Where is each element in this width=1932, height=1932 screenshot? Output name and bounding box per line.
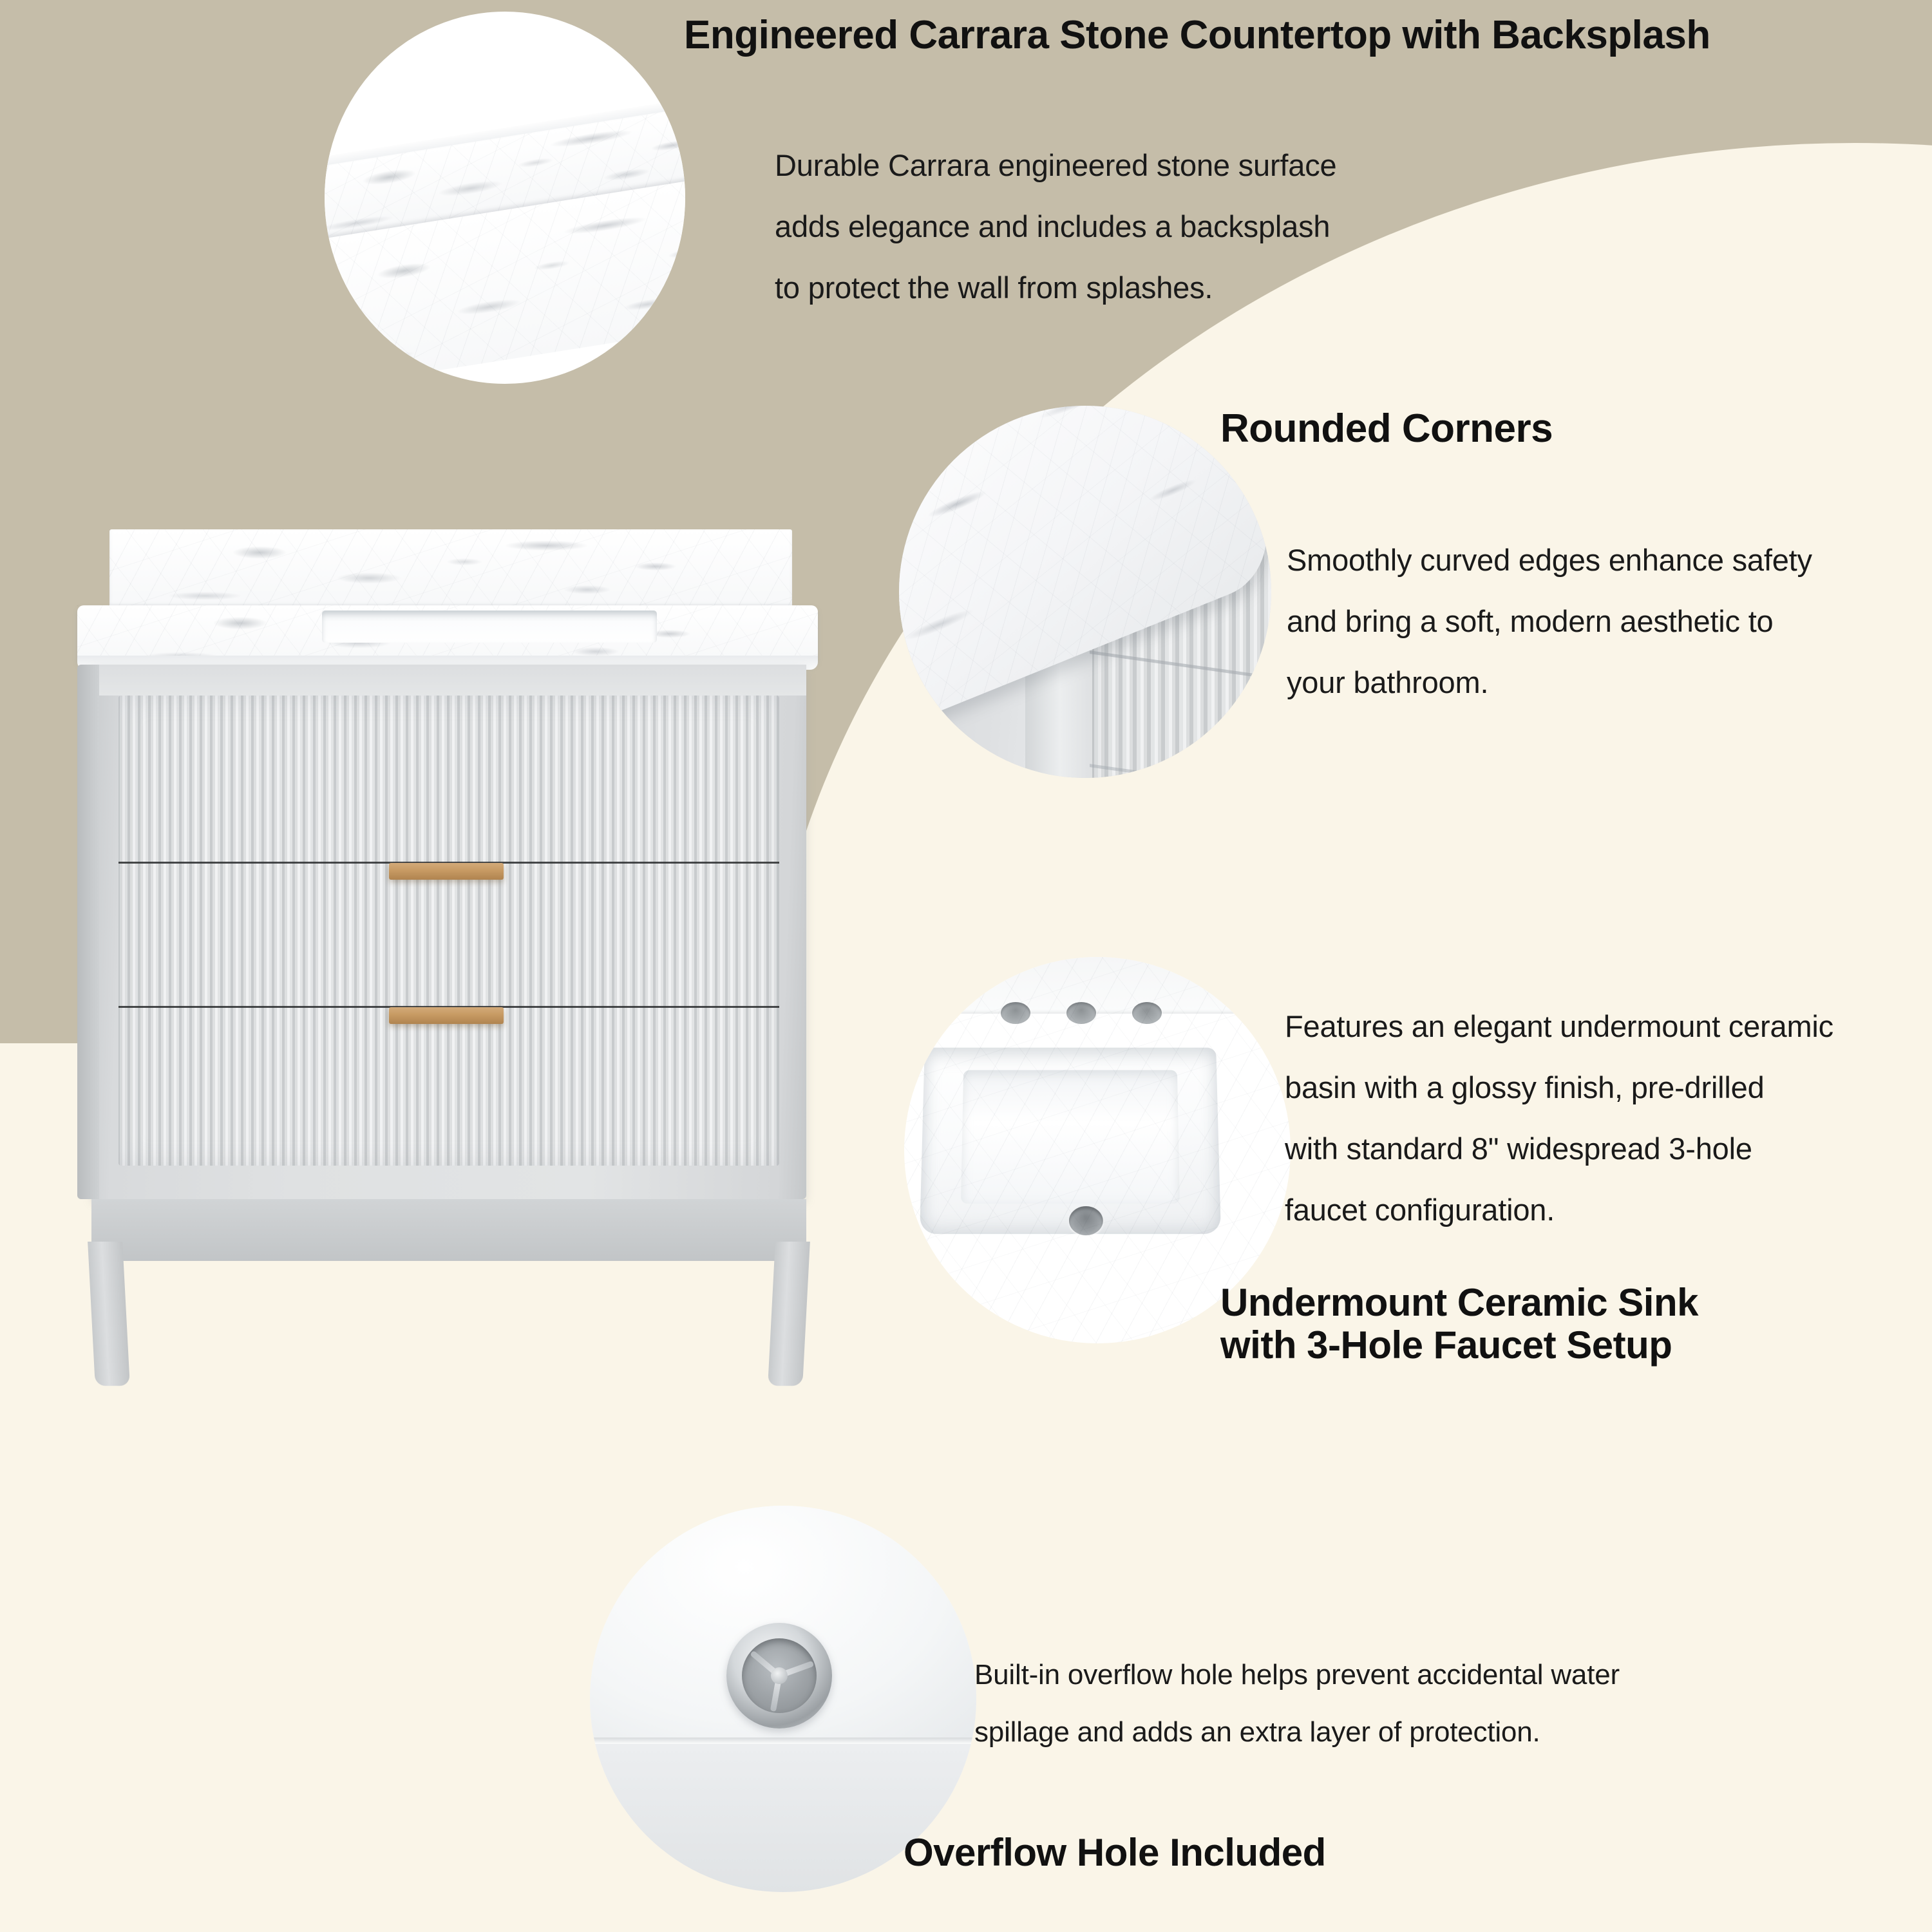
vanity-leg-right bbox=[768, 1242, 810, 1386]
fluted-drawer-fronts bbox=[118, 696, 779, 1166]
heading-sink: Undermount Ceramic Sink with 3-Hole Fauc… bbox=[1220, 1282, 1698, 1367]
drawer-handle-lower[interactable] bbox=[389, 1007, 504, 1024]
body-sink: Features an elegant undermount ceramic b… bbox=[1285, 996, 1833, 1241]
vanity-side-panel bbox=[77, 665, 99, 1199]
faucet-hole-center bbox=[1066, 1002, 1096, 1024]
body-overflow: Built-in overflow hole helps prevent acc… bbox=[974, 1647, 1620, 1761]
vanity-sink-cutout bbox=[322, 611, 657, 643]
faucet-hole-left bbox=[1001, 1002, 1030, 1024]
faucet-hole-right bbox=[1132, 1002, 1162, 1024]
ceramic-basin bbox=[920, 1048, 1221, 1234]
overflow-hole-icon bbox=[726, 1623, 832, 1728]
callout-countertop-photo bbox=[325, 12, 685, 384]
vanity-cabinet bbox=[91, 665, 806, 1199]
vanity-leg-left bbox=[88, 1242, 130, 1386]
body-countertop: Durable Carrara engineered stone surface… bbox=[775, 135, 1336, 319]
stone-slab-shape bbox=[325, 96, 685, 383]
heading-countertop: Engineered Carrara Stone Countertop with… bbox=[684, 14, 1710, 56]
drawer-handle-upper[interactable] bbox=[389, 863, 504, 880]
callout-rounded-corner-photo bbox=[899, 406, 1271, 778]
heading-rounded-corners: Rounded Corners bbox=[1220, 408, 1553, 450]
vanity-backsplash bbox=[109, 529, 792, 607]
heading-overflow: Overflow Hole Included bbox=[904, 1832, 1326, 1873]
vanity-plinth bbox=[91, 1199, 806, 1261]
body-rounded-corners: Smoothly curved edges enhance safety and… bbox=[1287, 530, 1812, 714]
vanity-product-photo bbox=[77, 529, 844, 1386]
drain-icon bbox=[1069, 1206, 1103, 1235]
